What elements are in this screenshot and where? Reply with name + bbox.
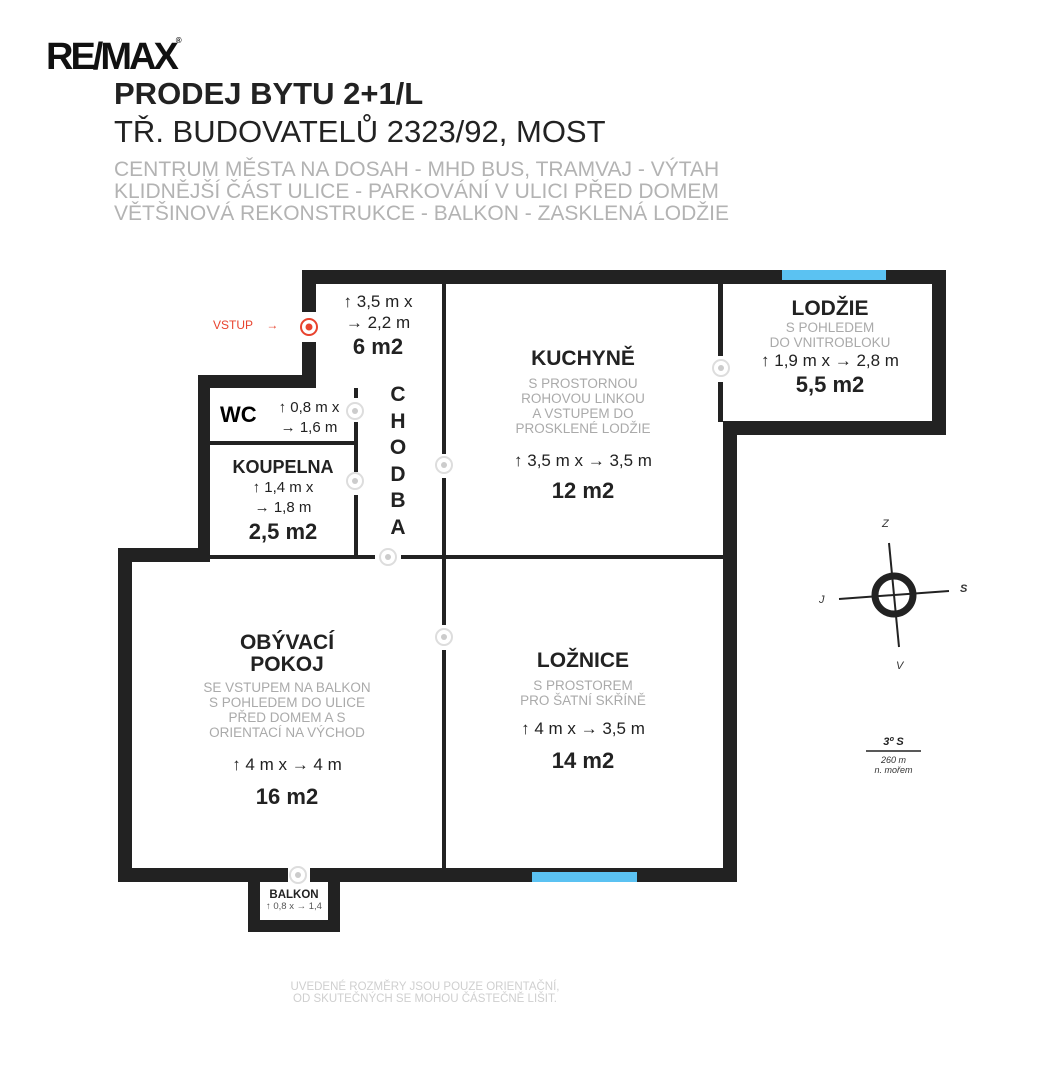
- room-dimension: ↑ 1,4 m x: [252, 479, 314, 496]
- entrance-door-icon: [300, 318, 318, 336]
- room-dimension: → 1,8 m: [254, 499, 312, 516]
- room-dimension: ↑ 4 m x → 3,5 m: [521, 719, 645, 738]
- room-area: 6 m2: [352, 334, 404, 359]
- listing-title: PRODEJ BYTU 2+1/L: [114, 76, 424, 111]
- door-icon: [346, 402, 364, 420]
- listing-address: TŘ. BUDOVATELŮ 2323/92, MOST: [114, 114, 606, 149]
- door-icon: [379, 548, 397, 566]
- compass-west-label: J: [819, 594, 825, 606]
- room-dimension: ↑ 0,8 m x: [278, 399, 340, 416]
- windows: [532, 270, 886, 882]
- door-icon: [435, 456, 453, 474]
- room-dimension: → 1,6 m: [280, 419, 338, 436]
- door-icon: [346, 472, 364, 490]
- compass-east-label: S: [960, 583, 968, 595]
- room-dimension: ↑ 3,5 m x → 3,5 m: [514, 451, 652, 470]
- disclaimer: UVEDENÉ ROZMĚRY JSOU POUZE ORIENTAČNÍ,OD…: [290, 981, 560, 1005]
- compass-south-label: V: [896, 660, 904, 672]
- door-icon: [712, 359, 730, 377]
- room-name: KUCHYNĚ: [531, 347, 635, 370]
- room-bathroom: KOUPELNA ↑ 1,4 m x → 1,8 m 2,5 m2: [212, 456, 354, 546]
- room-dimension: ↑ 3,5 m x: [343, 292, 413, 311]
- floor-number: 3º S: [883, 736, 904, 748]
- window: [782, 270, 886, 280]
- wc-name: WC: [220, 402, 257, 427]
- room-name: BALKON: [269, 889, 319, 901]
- compass-icon: [838, 542, 950, 648]
- compass-north-label: Z: [882, 518, 889, 530]
- tagline: VĚTŠINOVÁ REKONSTRUKCE - BALKON - ZASKLE…: [114, 202, 729, 225]
- room-area: 2,5 m2: [248, 519, 318, 544]
- room-dimension: ↑ 1,9 m x → 2,8 m: [761, 351, 899, 370]
- door-icon: [289, 866, 307, 884]
- room-area: 12 m2: [551, 478, 615, 503]
- room-area: 5,5 m2: [795, 372, 865, 397]
- room-wc: ↑ 0,8 m x → 1,6 m: [264, 398, 354, 438]
- room-balcony: BALKON ↑ 0,8 x → 1,4: [260, 889, 328, 912]
- room-name: LODŽIE: [791, 297, 869, 320]
- doors: [289, 359, 730, 884]
- room-dimension: ↑ 0,8 x → 1,4: [266, 901, 322, 912]
- window: [532, 872, 637, 882]
- room-dimension: → 2,2 m: [345, 313, 411, 332]
- remax-logo: RE/MAX®: [46, 36, 182, 78]
- tagline: KLIDNĚJŠÍ ČÁST ULICE - PARKOVÁNÍ V ULICI…: [114, 180, 719, 203]
- room-hall: ↑ 3,5 m x → 2,2 m 6 m2: [318, 291, 438, 361]
- room-name: LOŽNICE: [536, 649, 630, 672]
- room-name: KOUPELNA: [232, 457, 334, 477]
- room-dimension: ↑ 4 m x → 4 m: [232, 755, 342, 774]
- room-area: 16 m2: [255, 784, 319, 809]
- entrance-label: VSTUP →: [213, 318, 279, 332]
- tagline: CENTRUM MĚSTA NA DOSAH - MHD BUS, TRAMVA…: [114, 158, 720, 181]
- door-icon: [435, 628, 453, 646]
- room-area: 14 m2: [551, 748, 615, 773]
